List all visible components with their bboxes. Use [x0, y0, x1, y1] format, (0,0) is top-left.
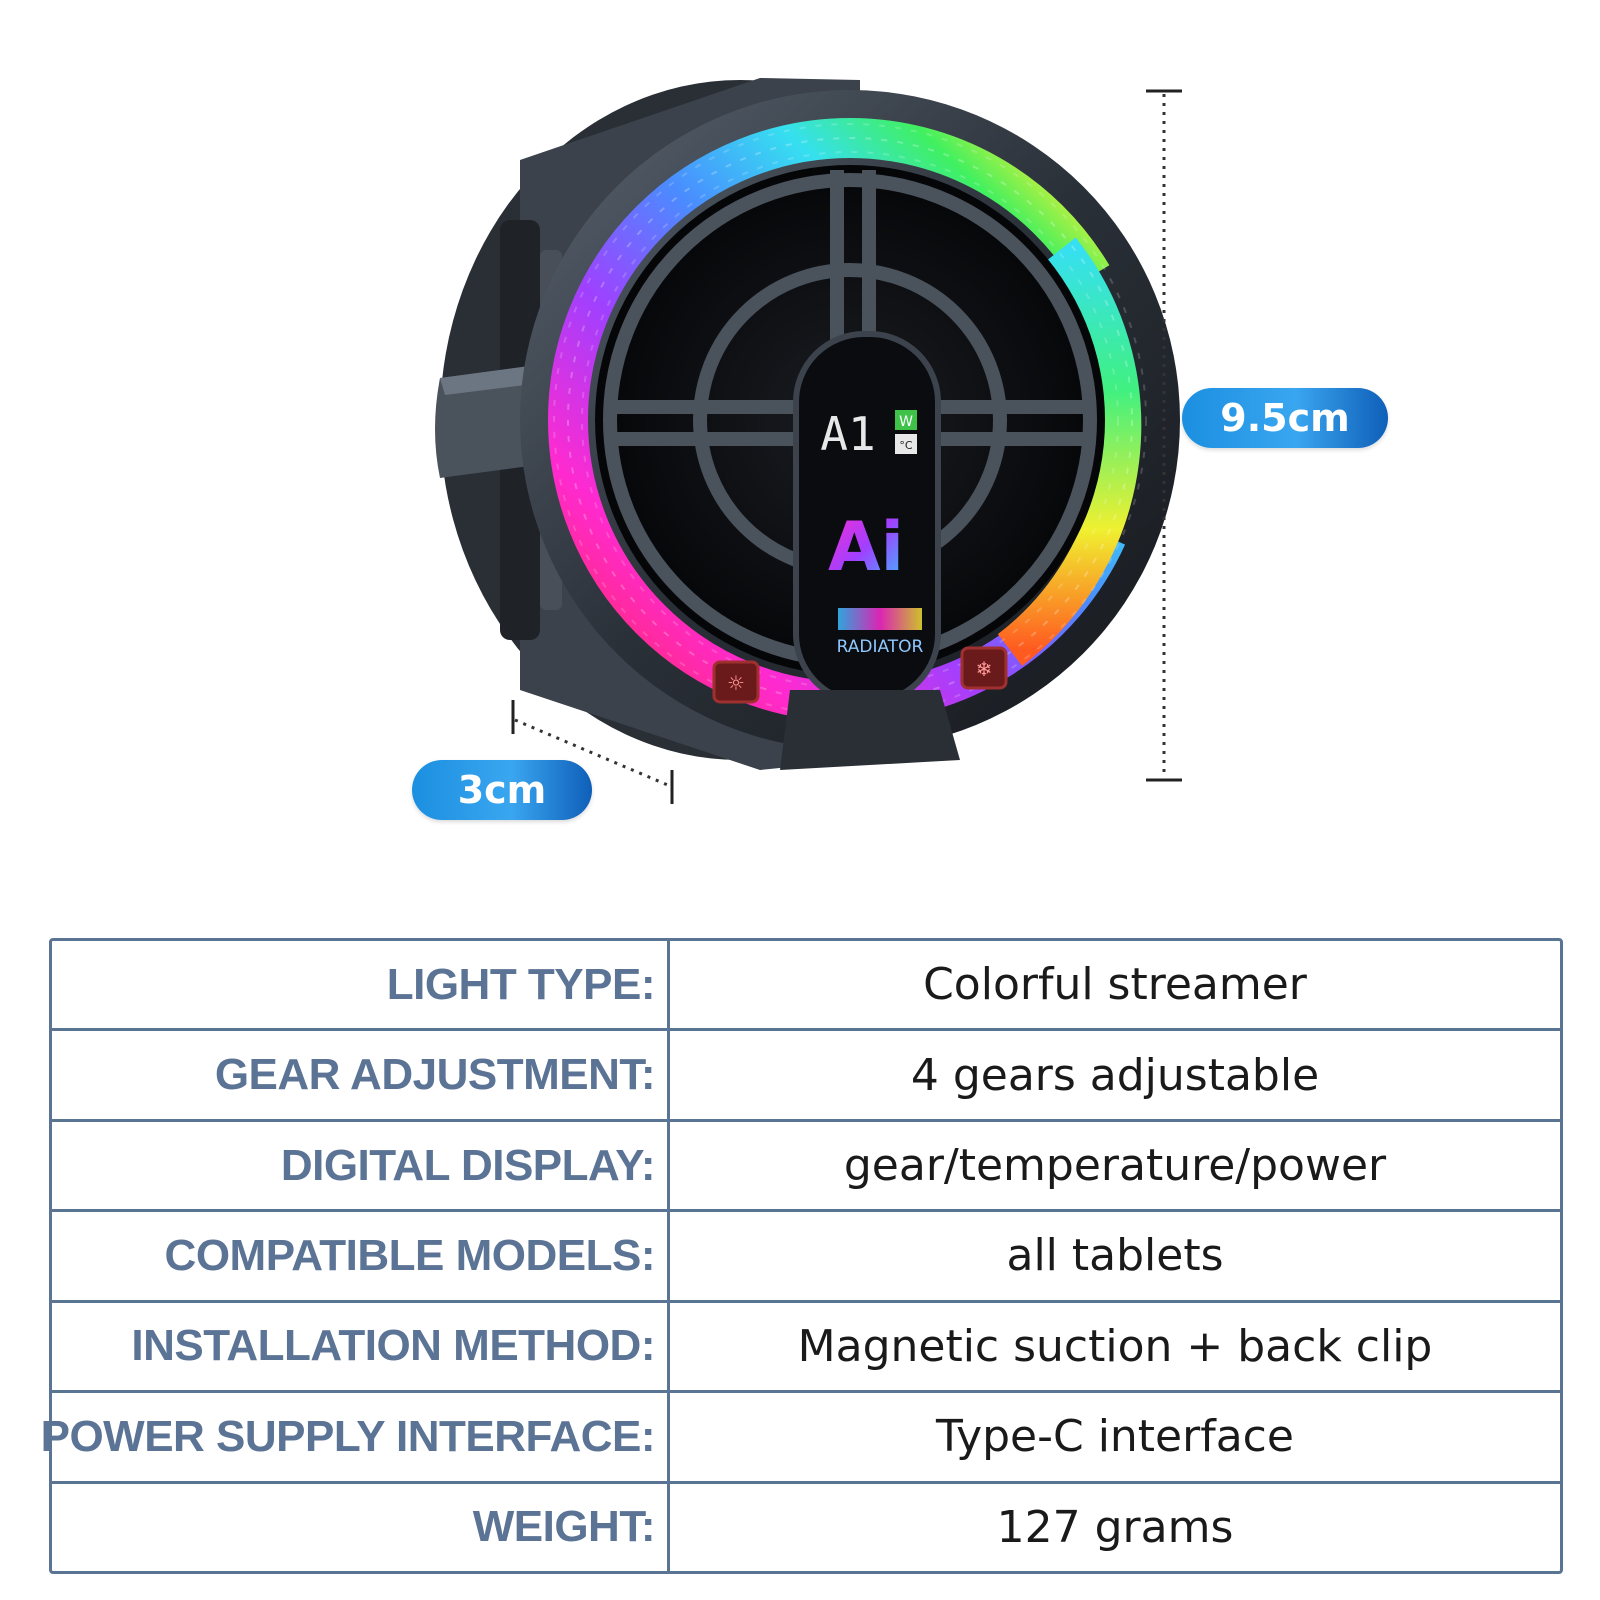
- digital-display-panel: A1 W °C Ai RADIATOR: [793, 331, 941, 705]
- spec-label: DIGITAL DISPLAY:: [52, 1121, 670, 1210]
- spec-value: 4 gears adjustable: [910, 1049, 1320, 1101]
- cooler-fan-image: A1 W °C Ai RADIATOR ☼ ❄: [435, 78, 1182, 804]
- spec-table: LIGHT TYPE: Colorful streamer GEAR ADJUS…: [41, 938, 1563, 1574]
- height-dimension-line: [1146, 89, 1182, 782]
- spec-value: gear/temperature/power: [843, 1140, 1387, 1192]
- depth-dimension-line: [511, 700, 674, 804]
- spec-row-power-supply-interface: POWER SUPPLY INTERFACE: Type-C interface: [41, 1390, 1560, 1481]
- svg-text:☼: ☼: [727, 671, 745, 695]
- display-readout: A1: [820, 407, 875, 461]
- spec-row-digital-display: DIGITAL DISPLAY: gear/temperature/power: [52, 1118, 1560, 1210]
- spec-value: Magnetic suction + back clip: [797, 1320, 1433, 1372]
- temperature-indicator: °C: [899, 439, 913, 452]
- spec-label: COMPATIBLE MODELS:: [52, 1212, 670, 1300]
- spec-label: GEAR ADJUSTMENT:: [52, 1031, 670, 1119]
- spec-value: Type-C interface: [936, 1411, 1294, 1463]
- fan-button-icon: [960, 646, 1008, 690]
- spec-value: all tablets: [1006, 1230, 1224, 1282]
- product-illustration: A1 W °C Ai RADIATOR ☼ ❄: [412, 78, 1388, 820]
- spec-row-light-type: LIGHT TYPE: Colorful streamer: [52, 941, 1560, 1029]
- spec-label: INSTALLATION METHOD:: [52, 1302, 670, 1391]
- height-dimension-label: 9.5cm: [1182, 388, 1388, 448]
- spec-row-gear-adjustment: GEAR ADJUSTMENT: 4 gears adjustable: [52, 1028, 1560, 1119]
- spec-value: Colorful streamer: [923, 959, 1307, 1011]
- spec-row-compatible-models: COMPATIBLE MODELS: all tablets: [52, 1209, 1560, 1300]
- spec-row-installation-method: INSTALLATION METHOD: Magnetic suction + …: [52, 1299, 1560, 1391]
- svg-text:❄: ❄: [976, 657, 993, 681]
- power-indicator: W: [899, 414, 913, 430]
- depth-dimension-label: 3cm: [412, 760, 592, 820]
- ai-logo: Ai: [828, 508, 904, 587]
- light-button-icon: [712, 660, 760, 704]
- spec-row-weight: WEIGHT: 127 grams: [52, 1480, 1560, 1571]
- radiator-brand-text: RADIATOR: [837, 637, 924, 657]
- spec-value: 127 grams: [996, 1501, 1234, 1553]
- spec-label: LIGHT TYPE:: [52, 941, 670, 1029]
- spec-label: WEIGHT:: [52, 1483, 670, 1571]
- spec-label: POWER SUPPLY INTERFACE:: [41, 1393, 670, 1481]
